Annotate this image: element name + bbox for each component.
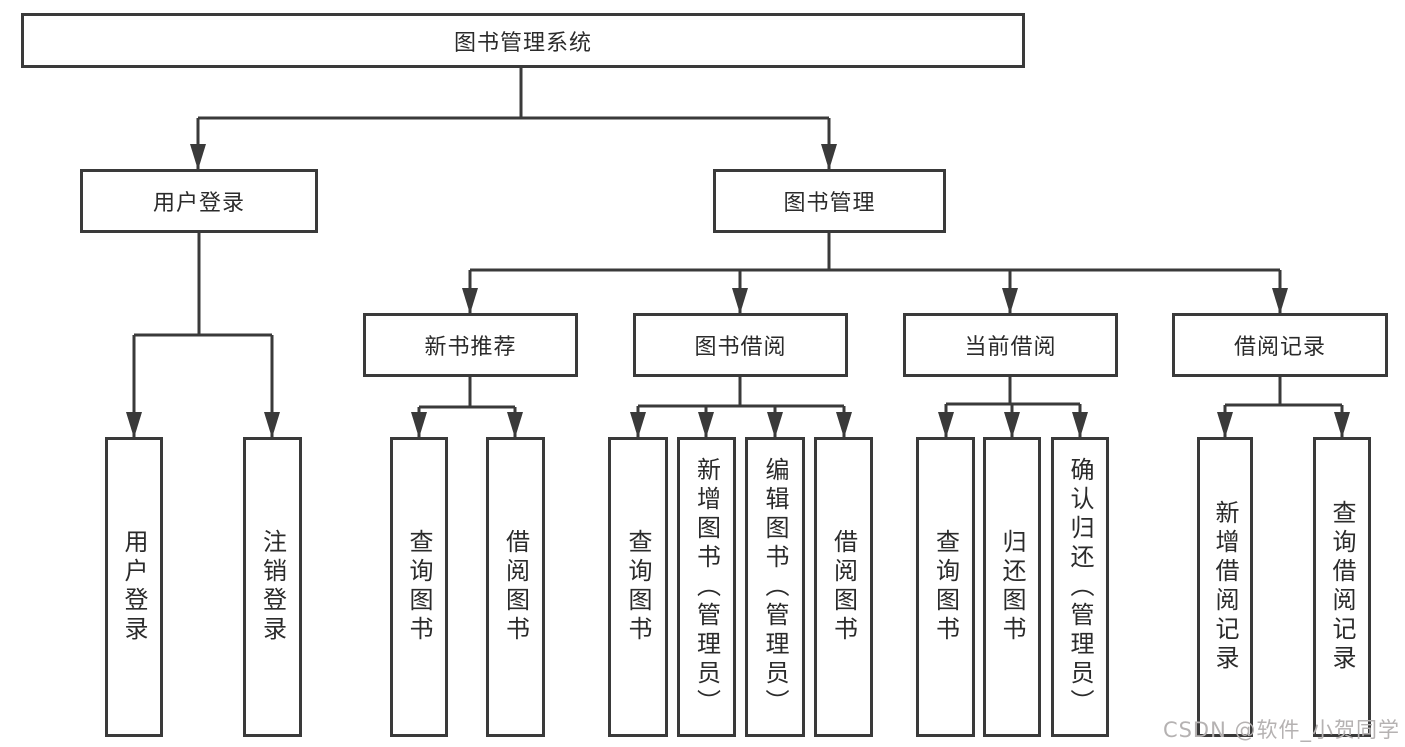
node-query-borrow-record: 查询借阅记录: [1313, 437, 1371, 737]
node-label: 图书借阅: [694, 335, 787, 360]
node-label: 当前借阅: [964, 335, 1057, 360]
node-label: 注销登录: [258, 529, 287, 645]
node-label: 用户登录: [120, 529, 148, 645]
node-query-books-borrowing: 查询图书: [608, 437, 668, 737]
node-library-management-system: 图书管理系统: [21, 13, 1025, 68]
node-borrow-books-recommend: 借阅图书: [486, 437, 545, 737]
node-logout: 注销登录: [243, 437, 302, 737]
node-new-book-recommendation: 新书推荐: [363, 313, 578, 377]
node-label: 新增图书（管理员）: [692, 456, 721, 718]
node-label: 新书推荐: [424, 335, 517, 360]
node-label: 查询图书: [624, 529, 652, 645]
node-user-login-group: 用户登录: [80, 169, 318, 233]
node-query-books-recommend: 查询图书: [390, 437, 448, 737]
node-label: 新增借阅记录: [1211, 500, 1239, 674]
node-add-borrow-record: 新增借阅记录: [1197, 437, 1253, 737]
csdn-watermark: CSDN @软件_小贺同学: [1162, 718, 1400, 742]
node-query-books-current: 查询图书: [916, 437, 975, 737]
node-borrow-books: 借阅图书: [814, 437, 873, 737]
node-label: 查询图书: [405, 529, 433, 645]
node-label: 图书管理系统: [453, 30, 592, 56]
node-book-management: 图书管理: [713, 169, 946, 233]
node-label: 查询图书: [931, 529, 960, 645]
node-book-borrowing: 图书借阅: [633, 313, 848, 377]
node-label: 确认归还（管理员）: [1066, 456, 1094, 718]
node-label: 编辑图书（管理员）: [761, 456, 789, 718]
node-current-borrowing: 当前借阅: [903, 313, 1118, 377]
node-user-login: 用户登录: [105, 437, 163, 737]
node-label: 借阅图书: [829, 529, 858, 645]
node-label: 借阅记录: [1233, 335, 1326, 360]
node-label: 借阅图书: [501, 529, 530, 645]
node-label: 归还图书: [998, 529, 1026, 645]
node-add-book-admin: 新增图书（管理员）: [677, 437, 736, 737]
node-label: 查询借阅记录: [1328, 500, 1356, 674]
node-confirm-return-admin: 确认归还（管理员）: [1051, 437, 1109, 737]
node-label: 用户登录: [152, 191, 245, 216]
node-label: 图书管理: [783, 191, 876, 216]
node-borrowing-records: 借阅记录: [1172, 313, 1388, 377]
node-edit-book-admin: 编辑图书（管理员）: [745, 437, 805, 737]
node-return-books: 归还图书: [983, 437, 1041, 737]
